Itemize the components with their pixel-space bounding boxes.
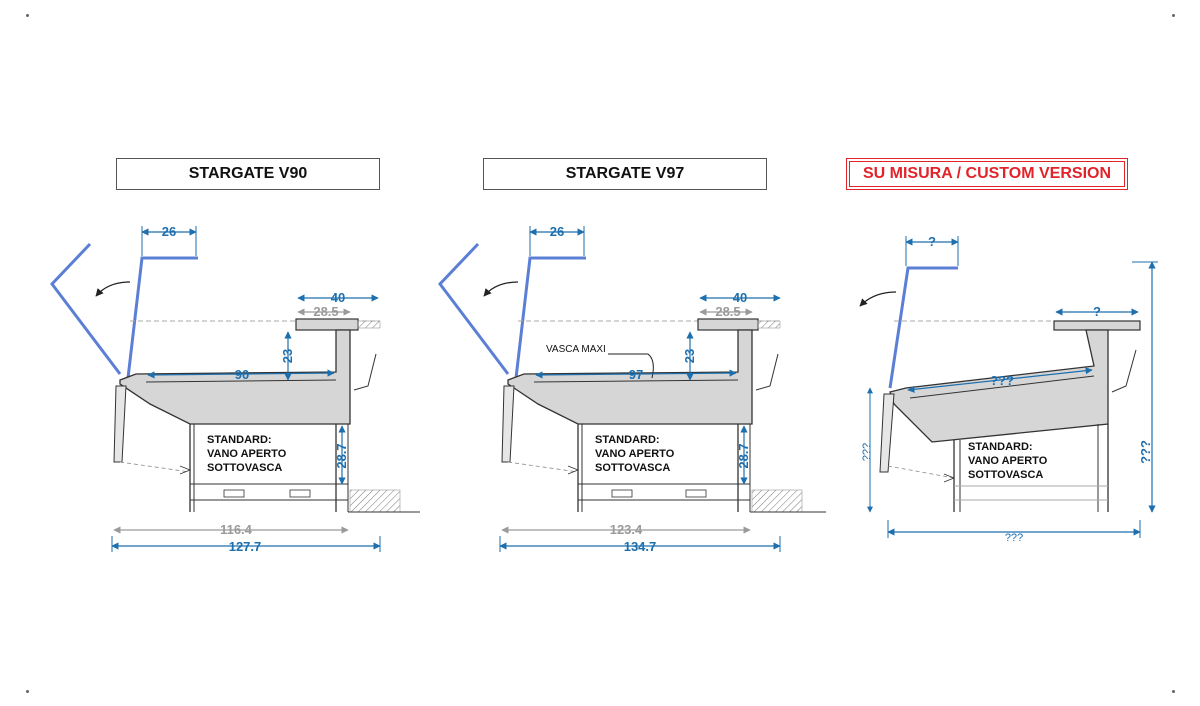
dim-right-height-custom: ??? — [1138, 440, 1153, 464]
corner-mark-tr — [1172, 14, 1175, 17]
drawing-v90: 26 40 28.5 23 90 28.7 STANDARD: VANO APE… — [50, 224, 420, 554]
shelf-v90 — [295, 318, 359, 331]
closed-glass-custom — [888, 266, 958, 389]
note-line2-custom: VANO APERTO — [968, 455, 1048, 467]
dim-tank-length-custom: ??? — [990, 373, 1014, 388]
dim-tank-depth-v90: 23 — [280, 349, 295, 363]
drawing-custom: ? ? ??? ??? ??? ??? STANDARD: VANO APERT… — [859, 234, 1158, 544]
drawing-v97: VASCA MAXI 26 40 28.5 23 97 28.7 STANDAR… — [438, 224, 826, 554]
closed-glass-v97 — [514, 256, 586, 379]
note-line3-v97: SOTTOVASCA — [595, 462, 670, 474]
dim-shelf-width-v97: 40 — [733, 290, 747, 305]
panel-title-v90: STARGATE V90 — [116, 158, 380, 190]
note-line1-v90: STANDARD: — [207, 434, 272, 446]
dim-tank-length-v90: 90 — [235, 367, 249, 382]
dim-tank-length-v97: 97 — [629, 367, 643, 382]
dim-overall-width-v97: 134.7 — [624, 539, 657, 554]
note-line2-v97: VANO APERTO — [595, 448, 675, 460]
open-glass-v90 — [50, 242, 122, 375]
note-line1-custom: STANDARD: — [968, 441, 1033, 453]
dim-shelf-width-custom: ? — [1093, 304, 1101, 319]
dim-tank-depth-v97: 23 — [682, 349, 697, 363]
note-line3-custom: SOTTOVASCA — [968, 469, 1043, 481]
closed-glass-v90 — [126, 256, 198, 379]
corner-mark-tl — [26, 14, 29, 17]
shelf-custom — [1053, 320, 1141, 331]
dim-height-under-v97: 28.7 — [736, 443, 751, 468]
dim-top-width-custom: ? — [928, 234, 936, 249]
rotate-arrow-v97 — [483, 281, 519, 297]
dim-height-under-v90: 28.7 — [334, 443, 349, 468]
corner-mark-br — [1172, 690, 1175, 693]
note-line2-v90: VANO APERTO — [207, 448, 287, 460]
rotate-arrow-v90 — [95, 281, 131, 297]
rotate-arrow-custom — [859, 291, 897, 307]
note-line1-v97: STANDARD: — [595, 434, 660, 446]
corner-mark-bl — [26, 690, 29, 693]
panel-title-v97: STARGATE V97 — [483, 158, 767, 190]
dim-shelf-inner-v97: 28.5 — [715, 304, 740, 319]
dim-inner-width-v97: 123.4 — [610, 522, 643, 537]
panel-title-custom: SU MISURA / CUSTOM VERSION — [846, 158, 1128, 190]
open-glass-v97 — [438, 242, 510, 375]
tank-label-v97: VASCA MAXI — [546, 344, 606, 355]
dim-left-height-custom: ??? — [861, 443, 873, 461]
shelf-v97 — [697, 318, 759, 331]
dim-top-width-v97: 26 — [550, 224, 564, 239]
dim-top-width-v90: 26 — [162, 224, 176, 239]
dim-shelf-width-v90: 40 — [331, 290, 345, 305]
dim-overall-width-custom: ??? — [1005, 532, 1023, 544]
dim-inner-width-v90: 116.4 — [220, 522, 253, 537]
dim-overall-width-v90: 127.7 — [229, 539, 262, 554]
dim-shelf-inner-v90: 28.5 — [313, 304, 338, 319]
note-line3-v90: SOTTOVASCA — [207, 462, 282, 474]
